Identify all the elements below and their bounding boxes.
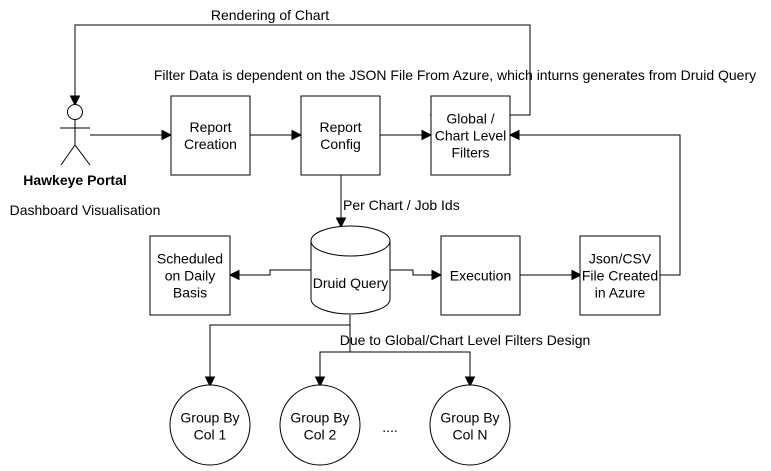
- json-csv-box: [579, 235, 661, 316]
- arrowhead-druid: [335, 217, 347, 229]
- filter-dependency-note: Filter Data is dependent on the JSON Fil…: [154, 67, 756, 83]
- edge-json-to-global-filters: [517, 134, 681, 276]
- global-filters-box: [430, 95, 511, 176]
- node-label-line: Druid Query: [313, 275, 388, 291]
- arrowhead-scheduled: [228, 269, 240, 281]
- node-label-line: Report: [319, 119, 361, 135]
- report-config-box: [300, 95, 381, 176]
- arrowhead-report-creation: [161, 129, 173, 141]
- actor-name: Hawkeye Portal: [23, 172, 127, 188]
- node-label-line: Json/CSV: [589, 251, 652, 267]
- druid-query-database-icon: [310, 225, 391, 315]
- group-col1-circle: [169, 384, 251, 466]
- node-label-line: in Azure: [595, 285, 646, 301]
- arrowhead-json-global: [508, 129, 520, 141]
- arrowhead-col1: [204, 376, 216, 388]
- node-label-line: Group By: [290, 410, 349, 426]
- node-label-line: Creation: [184, 136, 237, 152]
- edge-druid-to-execution: [390, 269, 433, 276]
- node-label-line: Config: [320, 136, 360, 152]
- report-creation-box: [170, 95, 251, 176]
- execution-label: Execution: [450, 268, 511, 284]
- due-to-filters-label: Due to Global/Chart Level Filters Design: [340, 332, 591, 348]
- node-label-line: Col N: [452, 427, 487, 443]
- actor-caption: Dashboard Visualisation: [10, 202, 161, 218]
- group-coln-circle: [429, 384, 511, 466]
- node-label-line: Group By: [180, 410, 239, 426]
- node-label-line: Report: [189, 119, 231, 135]
- node-label-line: Scheduled: [157, 251, 223, 267]
- arrowhead-col2: [314, 376, 326, 388]
- node-label-line: Col 1: [194, 427, 227, 443]
- node-label-line: File Created: [582, 268, 658, 284]
- node-label-line: Execution: [450, 268, 511, 284]
- node-label-line: Basis: [173, 285, 207, 301]
- ellipsis-label: ....: [382, 419, 398, 435]
- group-col2-circle: [279, 384, 361, 466]
- arrowhead-json: [571, 269, 583, 281]
- node-label-line: Global /: [446, 111, 494, 127]
- arrowhead-coln: [464, 376, 476, 388]
- arrowhead-rendering: [69, 95, 81, 107]
- arrowhead-global-filters: [421, 129, 433, 141]
- druid-query-label: Druid Query: [313, 275, 388, 291]
- arrowhead-report-config: [291, 129, 303, 141]
- edge-druid-to-coln: [349, 315, 471, 378]
- node-label-line: Filters: [451, 145, 489, 161]
- node-label-line: on Daily: [165, 268, 216, 284]
- per-chart-label: Per Chart / Job Ids: [343, 197, 460, 213]
- rendering-of-chart-label: Rendering of Chart: [211, 7, 329, 23]
- node-label-line: Chart Level: [435, 128, 507, 144]
- node-label-line: Col 2: [304, 427, 337, 443]
- scheduled-box: [149, 235, 231, 316]
- edge-druid-to-scheduled: [238, 269, 311, 276]
- actor-stick-figure-icon: [60, 104, 91, 166]
- arrowhead-execution: [431, 269, 443, 281]
- execution-box: [440, 235, 521, 316]
- node-label-line: Group By: [440, 410, 499, 426]
- edge-druid-to-col1: [209, 315, 351, 378]
